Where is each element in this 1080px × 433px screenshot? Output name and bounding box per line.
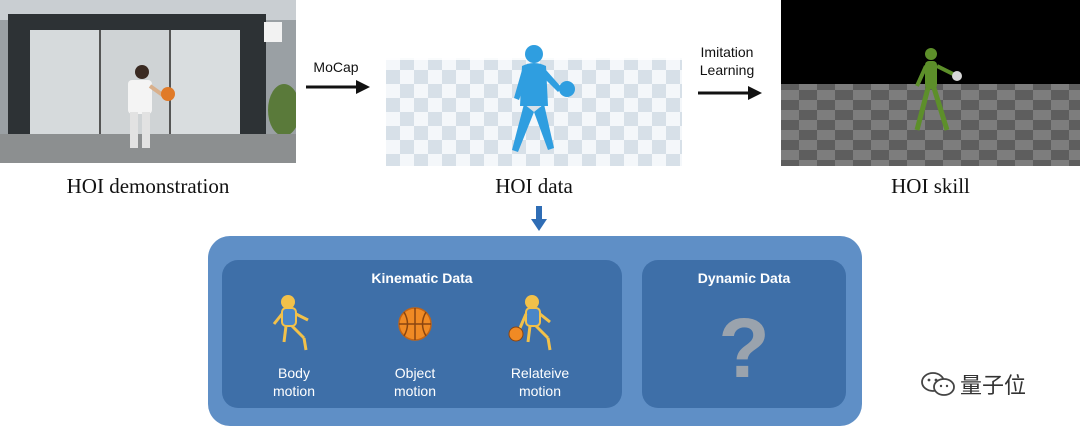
question-mark-symbol: ? [718, 301, 770, 395]
relative-motion-line1: Relateive [510, 365, 570, 381]
mocap-label: MoCap [313, 59, 359, 75]
dynamic-data-box: Dynamic Data ? [642, 260, 846, 408]
wechat-icon [921, 372, 955, 396]
object-motion-label: Object motion [372, 364, 458, 400]
kinematic-data-title: Kinematic Data [371, 270, 473, 286]
relative-motion-label: Relateive motion [494, 364, 586, 400]
body-motion-line1: Body [278, 365, 310, 381]
demonstration-scene [0, 0, 296, 163]
imitation-label-line2: Learning [699, 62, 755, 78]
dynamic-data-title: Dynamic Data [697, 270, 791, 286]
relative-motion-line2: motion [518, 383, 562, 399]
caption-hoi-data: HOI data [495, 174, 573, 198]
caption-hoi-skill: HOI skill [891, 174, 970, 198]
relative-motion-icon [508, 295, 552, 351]
caption-hoi-demonstration: HOI demonstration [66, 174, 230, 198]
simulation-scene [781, 0, 1080, 166]
mocap-arrow-icon [306, 80, 370, 94]
body-motion-label: Body motion [252, 364, 336, 400]
checkerboard-scene [386, 42, 682, 166]
data-container: Kinematic Data Body motion Object motion [208, 236, 862, 426]
imitation-label-line1: Imitation [700, 44, 754, 60]
kinematic-data-box: Kinematic Data Body motion Object motion [222, 260, 622, 408]
imitation-arrow-icon [698, 86, 762, 100]
body-motion-line2: motion [272, 383, 316, 399]
hoi-skill-render [781, 0, 1080, 166]
watermark: 量子位 [920, 368, 1026, 400]
hoi-data-render [386, 42, 682, 166]
basketball-icon [398, 307, 432, 341]
object-motion-line2: motion [393, 383, 437, 399]
body-motion-icon [272, 295, 309, 351]
down-arrow-icon [531, 206, 547, 231]
imitation-learning-label: Imitation Learning [688, 43, 766, 79]
object-motion-line1: Object [394, 365, 436, 381]
watermark-text: 量子位 [960, 373, 1027, 398]
demonstration-photo [0, 0, 296, 163]
